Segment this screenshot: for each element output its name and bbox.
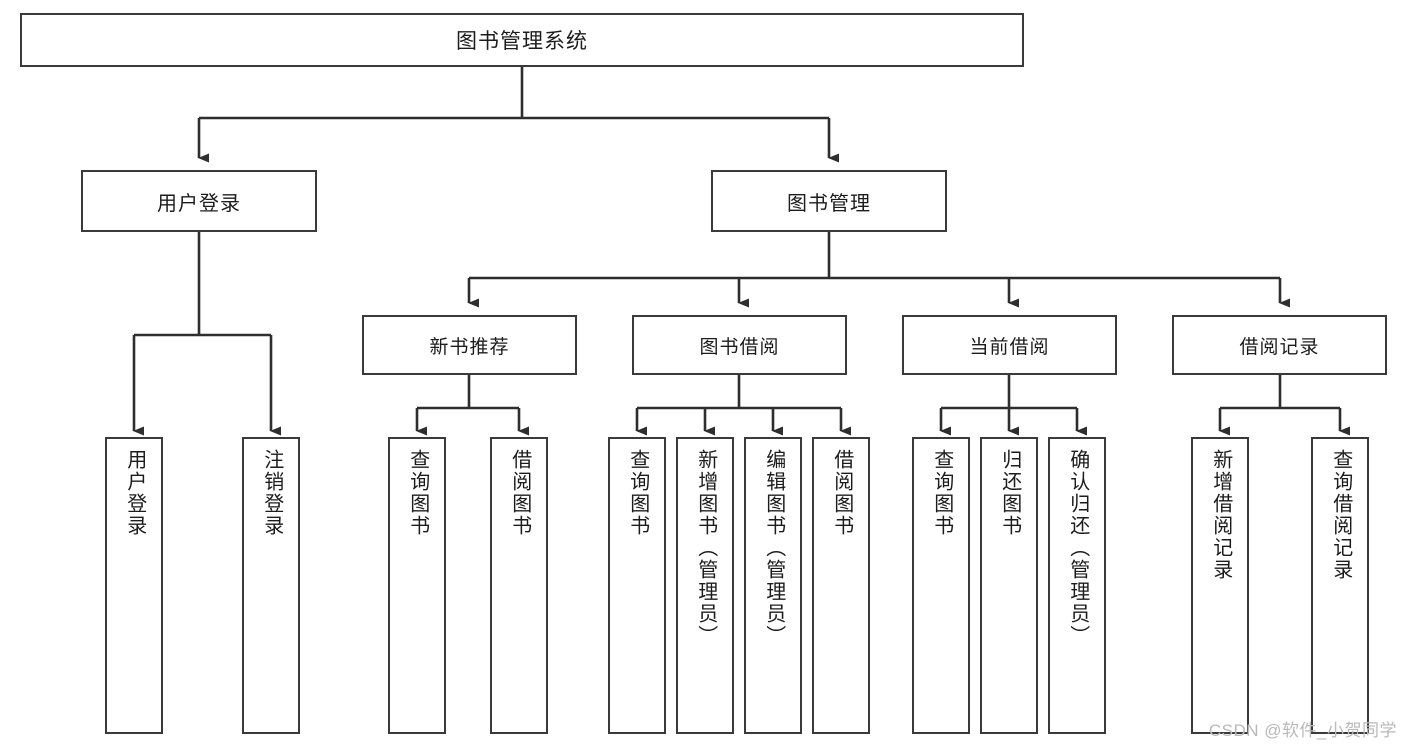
leaf-query-book-new[interactable]: 查询图书 <box>388 437 446 734</box>
leaf-user-login[interactable]: 用户登录 <box>105 437 163 734</box>
leaf-return-book[interactable]: 归还图书 <box>980 437 1038 734</box>
leaf-query-borrow-record[interactable]: 查询借阅记录 <box>1311 437 1369 734</box>
leaf-add-borrow-record[interactable]: 新增借阅记录 <box>1191 437 1249 734</box>
node-label: 新增借阅记录 <box>1209 449 1232 581</box>
node-label: 注销登录 <box>260 449 283 537</box>
node-label: 借阅图书 <box>830 449 853 537</box>
node-label: 确认归还（管理员） <box>1066 449 1089 647</box>
leaf-logout-login[interactable]: 注销登录 <box>242 437 300 734</box>
node-label: 查询图书 <box>406 449 429 537</box>
leaf-edit-book-admin[interactable]: 编辑图书（管理员） <box>744 437 802 734</box>
leaf-borrow-book-new[interactable]: 借阅图书 <box>490 437 548 734</box>
node-label: 新增图书（管理员） <box>694 449 717 647</box>
node-label: 查询图书 <box>930 449 953 537</box>
node-user-login[interactable]: 用户登录 <box>81 170 317 232</box>
leaf-query-book-borrow[interactable]: 查询图书 <box>608 437 666 734</box>
node-book-management[interactable]: 图书管理 <box>711 170 947 232</box>
node-book-borrow[interactable]: 图书借阅 <box>632 315 847 375</box>
node-label: 编辑图书（管理员） <box>762 449 785 647</box>
node-label: 图书管理 <box>787 192 871 215</box>
node-label: 查询借阅记录 <box>1329 449 1352 581</box>
node-label: 查询图书 <box>626 449 649 537</box>
node-label: 借阅图书 <box>508 449 531 537</box>
leaf-query-book-current[interactable]: 查询图书 <box>912 437 970 734</box>
leaf-confirm-return-admin[interactable]: 确认归还（管理员） <box>1048 437 1106 734</box>
node-current-borrow[interactable]: 当前借阅 <box>902 315 1117 375</box>
node-label: 归还图书 <box>998 449 1021 537</box>
node-label: 新书推荐 <box>429 336 510 358</box>
leaf-borrow-book[interactable]: 借阅图书 <box>812 437 870 734</box>
node-label: 用户登录 <box>123 449 146 537</box>
node-label: 图书借阅 <box>699 336 780 358</box>
node-borrow-record[interactable]: 借阅记录 <box>1172 315 1387 375</box>
node-new-book-recommend[interactable]: 新书推荐 <box>362 315 577 375</box>
node-label: 图书管理系统 <box>456 30 588 53</box>
node-label: 用户登录 <box>157 192 241 215</box>
node-root-system[interactable]: 图书管理系统 <box>20 13 1024 67</box>
watermark-credit: CSDN @软件_小贺同学 <box>1208 721 1397 740</box>
node-label: 当前借阅 <box>969 336 1050 358</box>
node-label: 借阅记录 <box>1239 336 1320 358</box>
leaf-add-book-admin[interactable]: 新增图书（管理员） <box>676 437 734 734</box>
